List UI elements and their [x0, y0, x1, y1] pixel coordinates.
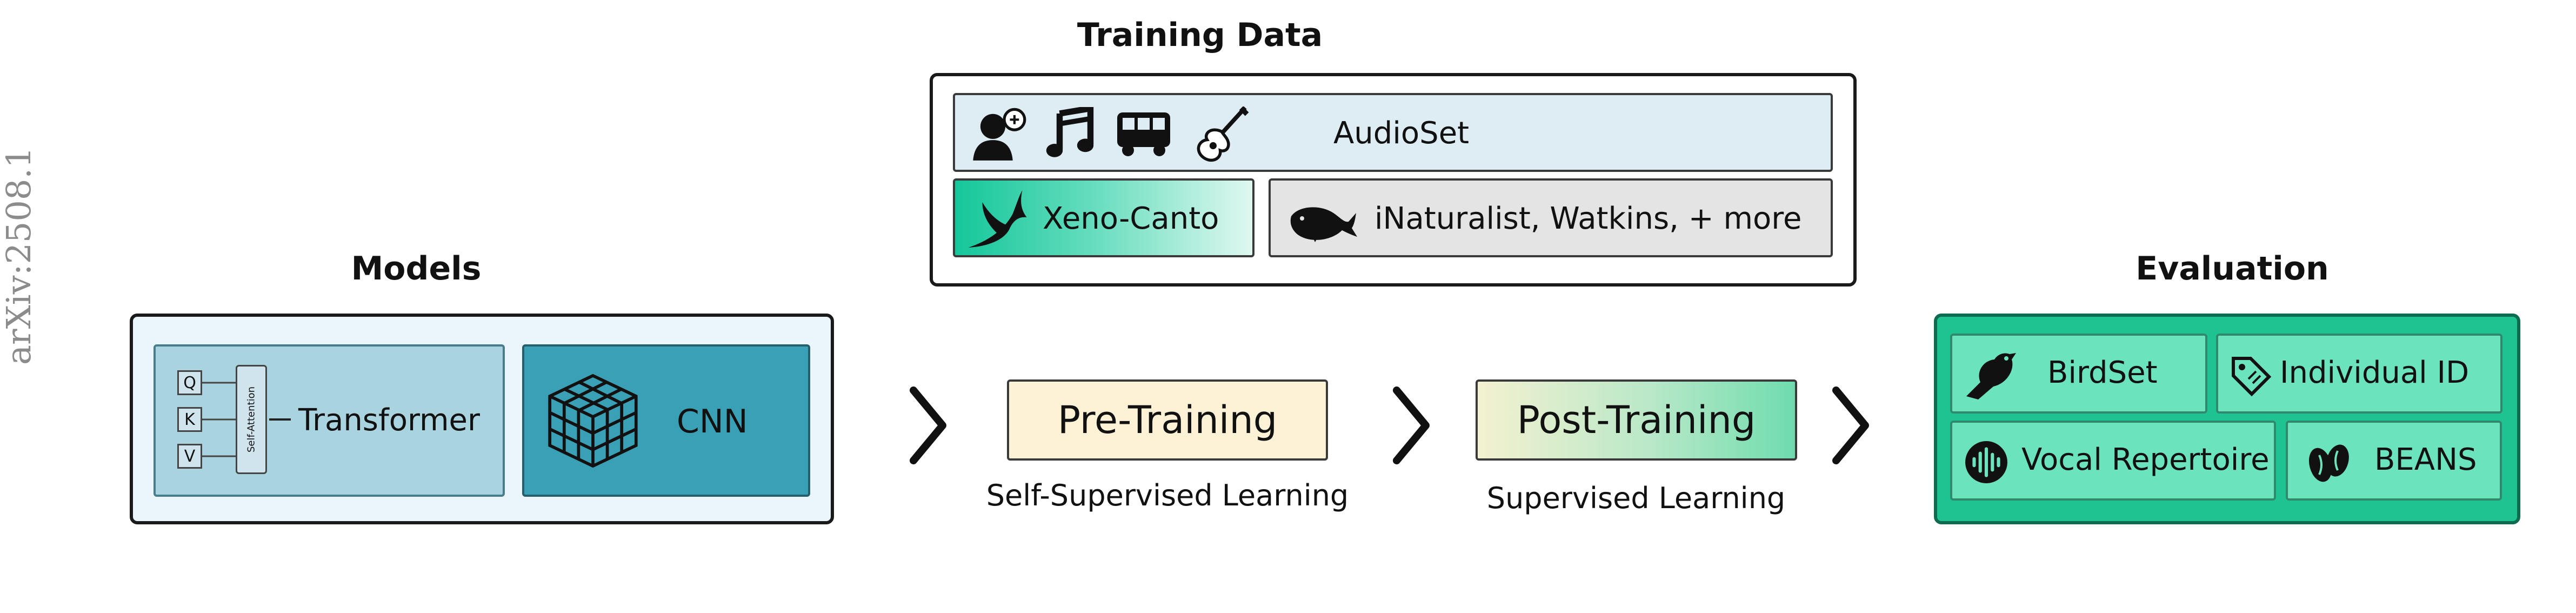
- speaker-icon: [973, 108, 1026, 161]
- transformer-label: Transformer: [298, 403, 481, 438]
- models-title: Models: [351, 250, 482, 288]
- posttraining-label: Post-Training: [1517, 398, 1756, 442]
- swallow-bird-icon: [968, 190, 1027, 248]
- self-attention-block: Self-Attention: [236, 365, 267, 474]
- music-note-icon: [1046, 107, 1094, 157]
- arxiv-watermark: arXiv:2508.1: [0, 146, 38, 365]
- pretraining-sublabel: Self-Supervised Learning: [986, 478, 1349, 512]
- xeno-canto-label: Xeno-Canto: [1043, 201, 1219, 236]
- whale-icon: [1290, 207, 1357, 242]
- cube-grid-icon: [548, 374, 638, 468]
- bus-icon: [1117, 112, 1170, 156]
- other-sources-label: iNaturalist, Watkins, + more: [1374, 201, 1802, 236]
- audioset-chip: AudioSet: [953, 93, 1833, 172]
- cnn-label: CNN: [677, 403, 748, 441]
- key-box: K: [177, 407, 202, 432]
- pretraining-box: Pre-Training: [1007, 379, 1328, 461]
- guitar-icon: [1197, 106, 1249, 162]
- audioset-label: AudioSet: [1333, 116, 1470, 151]
- birdset-chip: BirdSet: [1950, 334, 2207, 414]
- qkv-connector-lines: [202, 382, 291, 457]
- evaluation-title: Evaluation: [2135, 250, 2329, 288]
- query-box: Q: [177, 370, 202, 395]
- arrow-pretraining-to-posttraining: [1393, 387, 1430, 464]
- beans-chip: BEANS: [2286, 421, 2502, 501]
- tag-icon: [2232, 357, 2272, 397]
- cnn-chip: CNN: [522, 344, 810, 497]
- arrow-models-to-pretraining: [910, 387, 946, 464]
- beans-icon: [2308, 444, 2349, 482]
- individual-id-chip: Individual ID: [2216, 334, 2502, 414]
- pretraining-label: Pre-Training: [1057, 398, 1278, 442]
- transformer-chip: Q K V Self-Attention Transformer: [154, 344, 505, 497]
- xeno-canto-chip: Xeno-Canto: [953, 178, 1254, 257]
- posttraining-box: Post-Training: [1476, 379, 1797, 461]
- arrow-posttraining-to-evaluation: [1832, 387, 1869, 464]
- posttraining-sublabel: Supervised Learning: [1486, 481, 1786, 515]
- training-data-title: Training Data: [1077, 16, 1323, 54]
- sound-wave-icon: [1965, 441, 2007, 483]
- individual-id-label: Individual ID: [2280, 355, 2470, 390]
- vocal-repertoire-chip: Vocal Repertoire: [1950, 421, 2276, 501]
- other-sources-chip: iNaturalist, Watkins, + more: [1269, 178, 1833, 257]
- birdset-label: BirdSet: [2047, 355, 2158, 390]
- vocal-repertoire-label: Vocal Repertoire: [2021, 442, 2270, 477]
- beans-label: BEANS: [2374, 442, 2477, 477]
- value-box: V: [177, 444, 202, 469]
- bird-icon: [1966, 353, 2016, 399]
